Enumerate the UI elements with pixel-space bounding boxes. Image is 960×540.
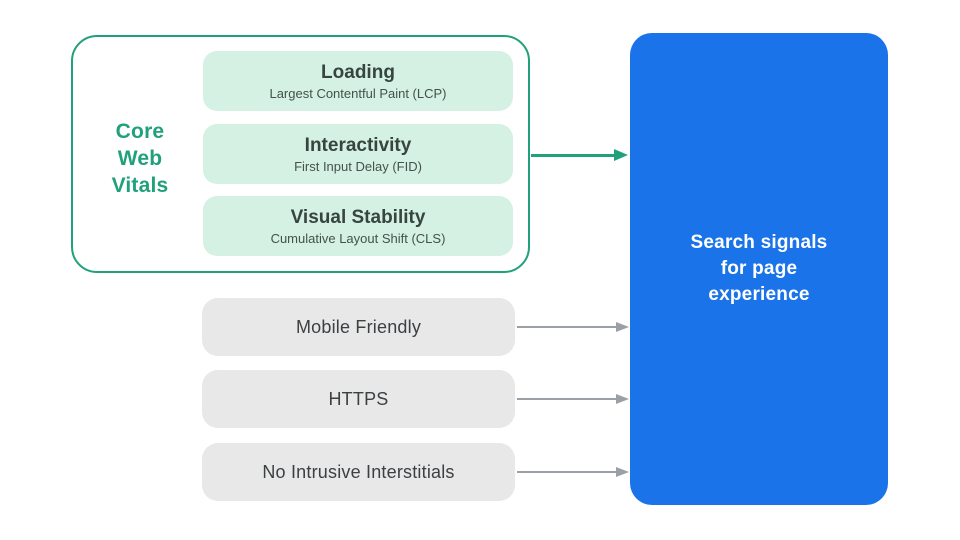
vital-subtitle-cls: Cumulative Layout Shift (CLS)	[270, 230, 446, 246]
arrow-head	[616, 322, 629, 332]
vital-title-loading: Loading	[321, 61, 395, 83]
signal-card-https: HTTPS	[202, 370, 515, 428]
vital-title-interactivity: Interactivity	[304, 134, 412, 156]
arrow-shaft	[517, 326, 616, 328]
signal-card-no-intrusive-interstitials: No Intrusive Interstitials	[202, 443, 515, 501]
no-intrusive-interstitials-arrow-icon	[517, 465, 629, 479]
vital-card-loading: Loading Largest Contentful Paint (LCP)	[203, 51, 513, 111]
vital-subtitle-lcp: Largest Contentful Paint (LCP)	[269, 85, 447, 101]
vital-card-interactivity: Interactivity First Input Delay (FID)	[203, 124, 513, 184]
core-web-vitals-arrow-icon	[531, 147, 628, 163]
search-signals-box: Search signals for page experience	[630, 33, 888, 505]
vital-title-visual-stability: Visual Stability	[290, 206, 426, 228]
arrow-head	[616, 467, 629, 477]
signal-label-no-intrusive-interstitials: No Intrusive Interstitials	[262, 461, 455, 482]
arrow-shaft	[531, 153, 614, 157]
arrow-head	[616, 394, 629, 404]
vital-subtitle-fid: First Input Delay (FID)	[294, 158, 422, 174]
arrow-head	[614, 149, 628, 161]
search-signals-label: Search signals for page experience	[690, 232, 828, 305]
arrow-shaft	[517, 398, 616, 400]
mobile-friendly-arrow-icon	[517, 320, 629, 334]
signal-label-mobile-friendly: Mobile Friendly	[295, 316, 422, 337]
signal-card-mobile-friendly: Mobile Friendly	[202, 298, 515, 356]
vital-card-visual-stability: Visual Stability Cumulative Layout Shift…	[203, 196, 513, 256]
core-web-vitals-label: Core Web Vitals	[111, 120, 169, 197]
https-arrow-icon	[517, 392, 629, 406]
signal-label-https: HTTPS	[328, 388, 389, 409]
arrow-shaft	[517, 471, 616, 473]
